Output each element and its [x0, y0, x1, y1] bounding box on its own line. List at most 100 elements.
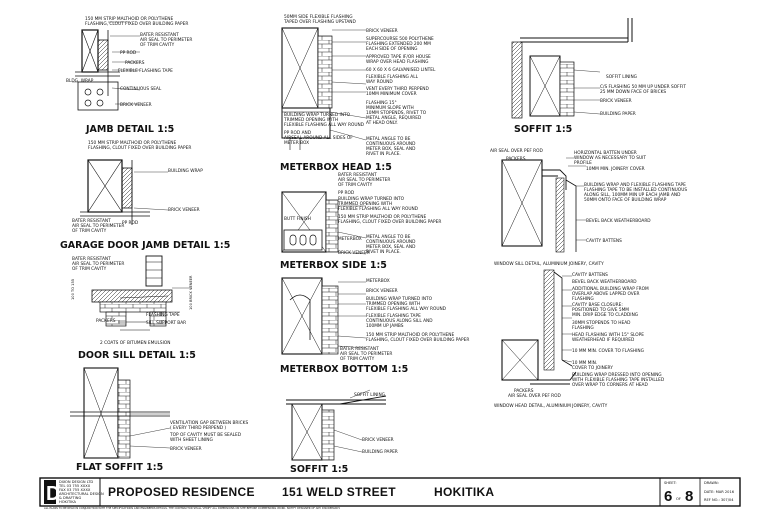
- meterside-note: 150 MM STRIP MALTHOID OR POLYTHENE: [338, 214, 426, 220]
- sheet-total: 8: [685, 488, 693, 505]
- drawn-label: DRAWN:: [704, 481, 719, 485]
- window-sill-note: 10MM MIN. JOINERY COVER: [586, 166, 645, 172]
- meterbox-head-detail: [281, 27, 367, 150]
- flat-soffit-note: TOP OF CAVITY MUST BE SEALED: [169, 432, 242, 438]
- project-title: PROPOSED RESIDENCE: [108, 485, 255, 499]
- window-head-note: BUILDING WRAP DRESSED INTO OPENING: [572, 372, 662, 378]
- meterhead-note: TAPED OVER FLASHING UPSTAND: [283, 19, 356, 25]
- meterbottom-note: FLEXIBLE FLASHING ALL WAY ROUND: [366, 306, 447, 312]
- meterbottom-note: TRIMMED OPENING WITH: [365, 301, 420, 307]
- sill-note: SILL SUPPORT BAR: [146, 320, 186, 326]
- window-sill-note: HORIZONTAL BATTEN UNDER: [574, 150, 637, 156]
- jamb-note: PACKERS: [125, 60, 145, 66]
- firm-logo: [44, 480, 56, 504]
- meterbottom-note: AIR SEAL TO PERIMETER: [340, 351, 392, 357]
- window-sill-note: FLASHING TAPE TO BE INSTALLED CONTINUOUS: [584, 187, 687, 193]
- meterside-note: METER BOX, SEAL AND: [366, 244, 416, 250]
- garage-note: OF TRIM CAVITY: [72, 228, 107, 234]
- sheet-label: SHEET:: [664, 481, 677, 485]
- window-head-note: OVER WRAP TO CORNERS AT HEAD: [572, 382, 648, 388]
- meterside-note: FLEXIBLE FLASHING ALL WAY ROUND: [338, 206, 419, 212]
- project-address: 151 WELD STREET: [282, 485, 396, 499]
- meterside-note: BUILDING WRAP TURNED INTO: [338, 196, 405, 202]
- meterbox-bottom-detail: [281, 277, 367, 355]
- meterbottom-note: OF TRIM CAVITY: [340, 356, 375, 362]
- soffit-bottom-note: BRICK VENEER: [362, 437, 394, 443]
- jamb-detail-title: JAMB DETAIL 1:5: [85, 124, 174, 135]
- jamb-note: PP ROD: [120, 50, 137, 56]
- meterbottom-note: BRICK VENEER: [366, 288, 398, 294]
- soffit-bottom-title: SOFFIT 1:5: [290, 464, 348, 475]
- meterhead-note: BRICK VENEER: [366, 28, 398, 34]
- window-head-note: WEATHERHEAD IF REQUIRED: [572, 337, 635, 343]
- meterbox-side-title: METERBOX SIDE 1:5: [280, 260, 387, 271]
- soffit-bottom-note: SOFFIT LINING: [354, 392, 385, 398]
- meterside-note: OF TRIM CAVITY: [338, 182, 373, 188]
- window-sill-note: CAVITY BATTENS: [586, 238, 622, 244]
- meterside-note: RIVET IN PLACE.: [366, 249, 401, 255]
- jamb-note: BLDG. WRAP: [66, 78, 94, 84]
- window-sill-note: 50MM ONTO FACE OF BUILDING WRAP: [584, 197, 667, 203]
- meterhead-note: MINIMUM SLOPE WITH: [366, 105, 414, 111]
- meterhead-note: METAL ANGLE TO BE: [366, 136, 411, 142]
- sheet-of-label: OF: [676, 497, 681, 501]
- meterbottom-note: CONTINUOUS ALONG SILL AND: [366, 318, 433, 324]
- soffit-top-note: C/S FLASHING 50 MM UP UNDER SOFFIT: [600, 84, 686, 90]
- meterhead-note: FLEXIBLE FLASHING ALL WAY ROUND: [284, 122, 365, 128]
- meterhead-note: EACH SIDE OF OPENING: [366, 46, 418, 52]
- window-sill-note: PACKERS: [506, 156, 526, 162]
- sill-note: BATER RESISTANT: [72, 256, 111, 262]
- garage-note: 150 MM STRIP MALTHOID OR POLYTHENE: [88, 140, 176, 146]
- garage-note: PP ROD: [122, 220, 139, 226]
- meterhead-note: FLEXIBLE FLASHING ALL: [366, 74, 419, 80]
- firm-line: FAX 03 755 XXXX: [59, 488, 91, 492]
- window-head-note: PACKERS: [514, 388, 534, 394]
- project-town: HOKITIKA: [434, 485, 494, 499]
- flat-soffit-note: ( EVERY THIRD PERPEND ): [170, 425, 226, 431]
- window-sill-note: BEVEL BACK WEATHERBOARD: [586, 218, 651, 224]
- soffit-bottom-note: BUILDING PAPER: [362, 449, 398, 455]
- flat-soffit-note: VENTILATION GAP BETWEEN BRICKS: [170, 420, 249, 426]
- meterhead-note: CONTINUOUS AROUND: [366, 141, 416, 147]
- firm-line: DIXON DESIGN LTD: [59, 480, 93, 484]
- meterhead-note: PP ROD AND: [284, 130, 312, 136]
- meterside-note: FLASHING, CLOUT FIXED OVER BUILDING PAPE…: [338, 219, 441, 225]
- window-head-note: FLASHING: [572, 296, 594, 302]
- ref-label: REF NO.: 307/04: [704, 498, 734, 502]
- door-sill-detail: [91, 255, 192, 331]
- meterbottom-note: FLASHING, CLOUT FIXED OVER BUILDING PAPE…: [366, 337, 469, 343]
- soffit-top-note: BRICK VENEER: [600, 98, 632, 104]
- window-sill-detail: [501, 157, 586, 253]
- window-head-detail: [501, 269, 577, 385]
- firm-line: ARCHITECTURAL DESIGN: [59, 492, 104, 496]
- window-head-note: COVER TO JOINERY: [572, 365, 613, 371]
- flat-soffit-title: FLAT SOFFIT 1:5: [76, 462, 163, 473]
- window-sill-note: BUILDING WRAP AND FLEXIBLE FLASHING TAPE: [584, 182, 686, 188]
- meterhead-note: WRAP OVER HEAD FLASHING: [366, 59, 429, 65]
- garage-note: BRICK VENEER: [168, 207, 200, 213]
- meterhead-note: TRIMMED OPENING WITH: [283, 117, 338, 123]
- meterbox-head-title: METERBOX HEAD 1:5: [280, 162, 392, 173]
- meterhead-note: METER BOX: [284, 140, 309, 146]
- meterside-note: METERBOX: [338, 236, 362, 242]
- meterhead-note: FLASHING 15°: [366, 100, 397, 106]
- jamb-note: CONTINUOUS SEAL: [120, 86, 162, 92]
- meterhead-note: 10MM MINIMUM COVER: [366, 91, 417, 97]
- sill-note: 2 COATS OF BITUMEN EMULSION: [100, 340, 171, 346]
- meterbottom-note: BATER RESISTANT: [340, 346, 379, 352]
- date-label: DATE: MAR 2016: [704, 490, 735, 494]
- sill-dim-label: 100 BRICK VENEER: [189, 275, 193, 310]
- meterhead-note: 50MM SIDE FLEXIBLE FLASHING: [284, 14, 353, 20]
- window-head-note: 10 MM MIN.: [572, 360, 597, 366]
- meterhead-note: METAL ANGLE, REQUIRED: [366, 115, 422, 121]
- window-head-note: WITH FLEXIBLE FLASHING TAPE INSTALLED: [572, 377, 665, 383]
- jamb-note: FLEXIBLE FLASHING TAPE: [118, 68, 173, 74]
- flat-soffit-detail: [70, 367, 171, 459]
- window-head-note: CAVITY BASE CLOSURE:: [572, 302, 623, 308]
- soffit-top-note: BUILDING PAPER: [600, 111, 636, 117]
- disclaimer: ALL PLANS TO BE READ IN CONJUNCTION WITH…: [44, 506, 340, 510]
- door-sill-title: DOOR SILL DETAIL 1:5: [78, 350, 196, 361]
- meterhead-note: 60 X 60 X 6 GALVANISED LINTEL: [366, 67, 436, 73]
- sill-dim-label: 100 TO 155: [71, 279, 75, 300]
- garage-note: BATER RESISTANT: [72, 218, 111, 224]
